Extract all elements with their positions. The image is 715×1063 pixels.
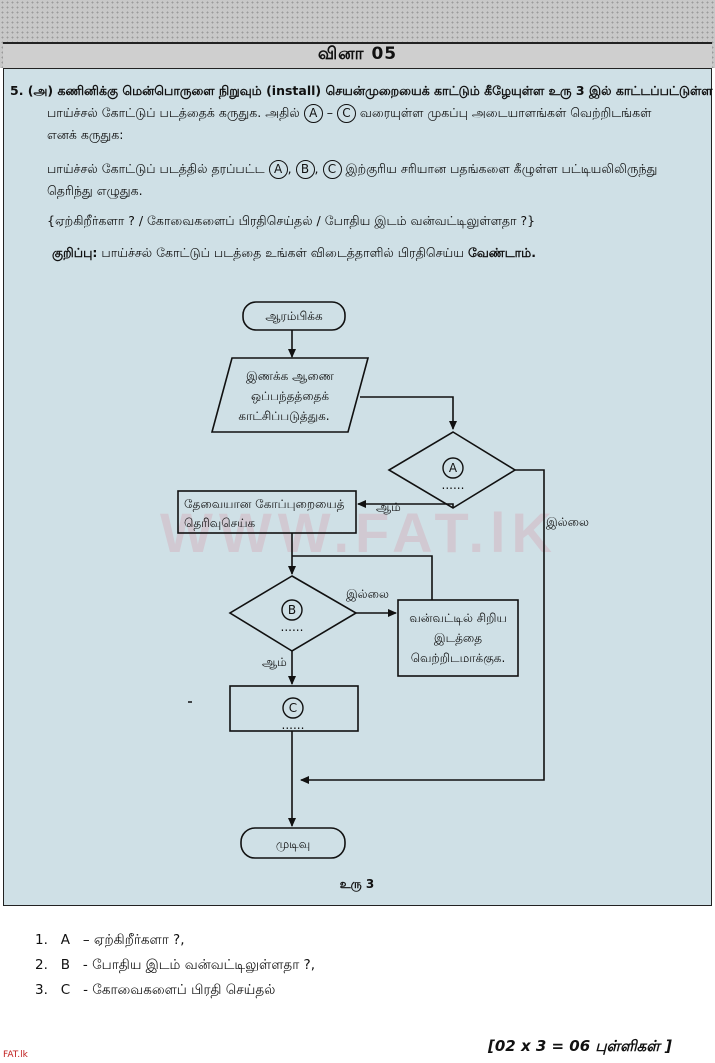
circle-c-icon	[282, 697, 304, 719]
decision-a-letter: A	[449, 461, 458, 475]
decision-a-dots: ......	[442, 478, 465, 492]
decision-b-dots: ......	[281, 620, 304, 634]
select-label-2: தெரிவுசெய்க	[184, 516, 256, 530]
answer-text: – ஏற்கிறீர்களா ?,	[82, 932, 185, 948]
title-bar	[3, 42, 712, 70]
question-line-3: எனக் கருதுக:	[47, 127, 124, 142]
circle-a-icon: A	[268, 160, 288, 179]
io-label-2: ஒப்பந்தத்தைக்	[251, 389, 329, 403]
free-label-2: இடத்தை	[434, 631, 482, 646]
decision-b-letter: B	[288, 603, 296, 617]
question-dash: –	[326, 105, 333, 120]
end-label: முடிவு	[276, 837, 310, 852]
process-c-box	[229, 685, 359, 732]
no-label-b: இல்லை	[346, 587, 389, 602]
question-line-2-post: வரையுள்ள முகப்பு அடையாளங்கள் வெற்றிடங்கள…	[359, 105, 652, 120]
free-label-3: வெற்றிடமாக்குக.	[411, 651, 506, 665]
answer-number: 1.	[35, 932, 48, 948]
question-line-2: பாய்ச்சல் கோட்டுப் படத்தைக் கருதுக. அதில…	[47, 104, 651, 123]
marks-label: [02 x 3 = 06 புள்ளிகள் ]	[488, 1037, 672, 1055]
no-label-a: இல்லை	[546, 515, 589, 530]
start-label: ஆரம்பிக்க	[265, 309, 323, 323]
question-title: வினா 05	[317, 44, 398, 64]
free-space-box	[397, 599, 519, 677]
start-terminal	[242, 301, 346, 331]
answer-row: 3. C - கோவைகளைப் பிரதி செய்தல்	[35, 978, 315, 1003]
yes-label-a: ஆம்	[376, 500, 401, 514]
question-line-2-pre: பாய்ச்சல் கோட்டுப் படத்தைக் கருதுக. அதில…	[47, 105, 300, 120]
question-line-1: 5. (அ) கணினிக்கு மென்பொருளை நிறுவும் (in…	[10, 83, 713, 98]
answer-letter: C	[60, 982, 71, 998]
circle-a-icon	[442, 457, 464, 479]
circle-c-icon: C	[336, 104, 356, 123]
flowchart: ஆரம்பிக்க இணக்க ஆணை ஒப்பந்தத்தைக் காட்சி…	[177, 301, 589, 892]
note-emphasis: வேண்டாம்.	[467, 245, 536, 260]
answer-row: 1. A – ஏற்கிறீர்களா ?,	[35, 928, 315, 953]
answer-letter: A	[60, 932, 71, 948]
note-label: குறிப்பு:	[52, 245, 98, 260]
answer-list: 1. A – ஏற்கிறீர்களா ?, 2. B - போதிய இடம்…	[35, 928, 315, 1003]
io-label-1: இணக்க ஆணை	[246, 369, 335, 384]
answer-text: - கோவைகளைப் பிரதி செய்தல்	[83, 982, 276, 998]
circle-b-icon	[281, 599, 303, 621]
answer-number: 3.	[35, 982, 48, 998]
free-label-1: வன்வட்டில் சிறிய	[409, 611, 507, 625]
end-terminal	[240, 827, 346, 859]
select-folder-box	[177, 490, 357, 534]
answer-row: 2. B - போதிய இடம் வன்வட்டிலுள்ளதா ?,	[35, 953, 315, 978]
io-label-3: காட்சிப்படுத்துக.	[238, 409, 329, 424]
circle-a-icon: A	[303, 104, 323, 123]
question-line-4-pre: பாய்ச்சல் கோட்டுப் படத்தில் தரப்பட்ட	[47, 161, 265, 176]
question-line-4-post: இற்குரிய சரியான பதங்களை கீழுள்ள பட்டியலி…	[345, 161, 658, 176]
answer-letter: B	[60, 957, 71, 973]
footer-logo: FAT.lk	[3, 1050, 28, 1060]
answer-text: - போதிய இடம் வன்வட்டிலுள்ளதா ?,	[82, 957, 315, 973]
figure-caption: உரு 3	[340, 877, 375, 892]
process-c-dots: ......	[282, 718, 305, 732]
note-text: பாய்ச்சல் கோட்டுப் படத்தை உங்கள் விடைத்த…	[101, 245, 464, 260]
question-panel	[3, 68, 712, 906]
note: குறிப்பு: பாய்ச்சல் கோட்டுப் படத்தை உங்க…	[52, 244, 536, 262]
io-parallelogram	[210, 357, 370, 433]
question-line-4: பாய்ச்சல் கோட்டுப் படத்தில் தரப்பட்ட A, …	[47, 160, 657, 179]
option-list: {ஏற்கிறீர்களா ? / கோவைகளைப் பிரதிசெய்தல்…	[47, 213, 536, 228]
circle-c-icon: C	[322, 160, 342, 179]
answer-number: 2.	[35, 957, 48, 973]
select-label-1: தேவையான கோப்புறையைத்	[184, 497, 345, 511]
question-line-5: தெரிந்து எழுதுக.	[47, 183, 143, 198]
circle-b-icon: B	[295, 160, 315, 179]
yes-label-b: ஆம்	[262, 655, 287, 669]
process-c-letter: C	[289, 701, 297, 715]
